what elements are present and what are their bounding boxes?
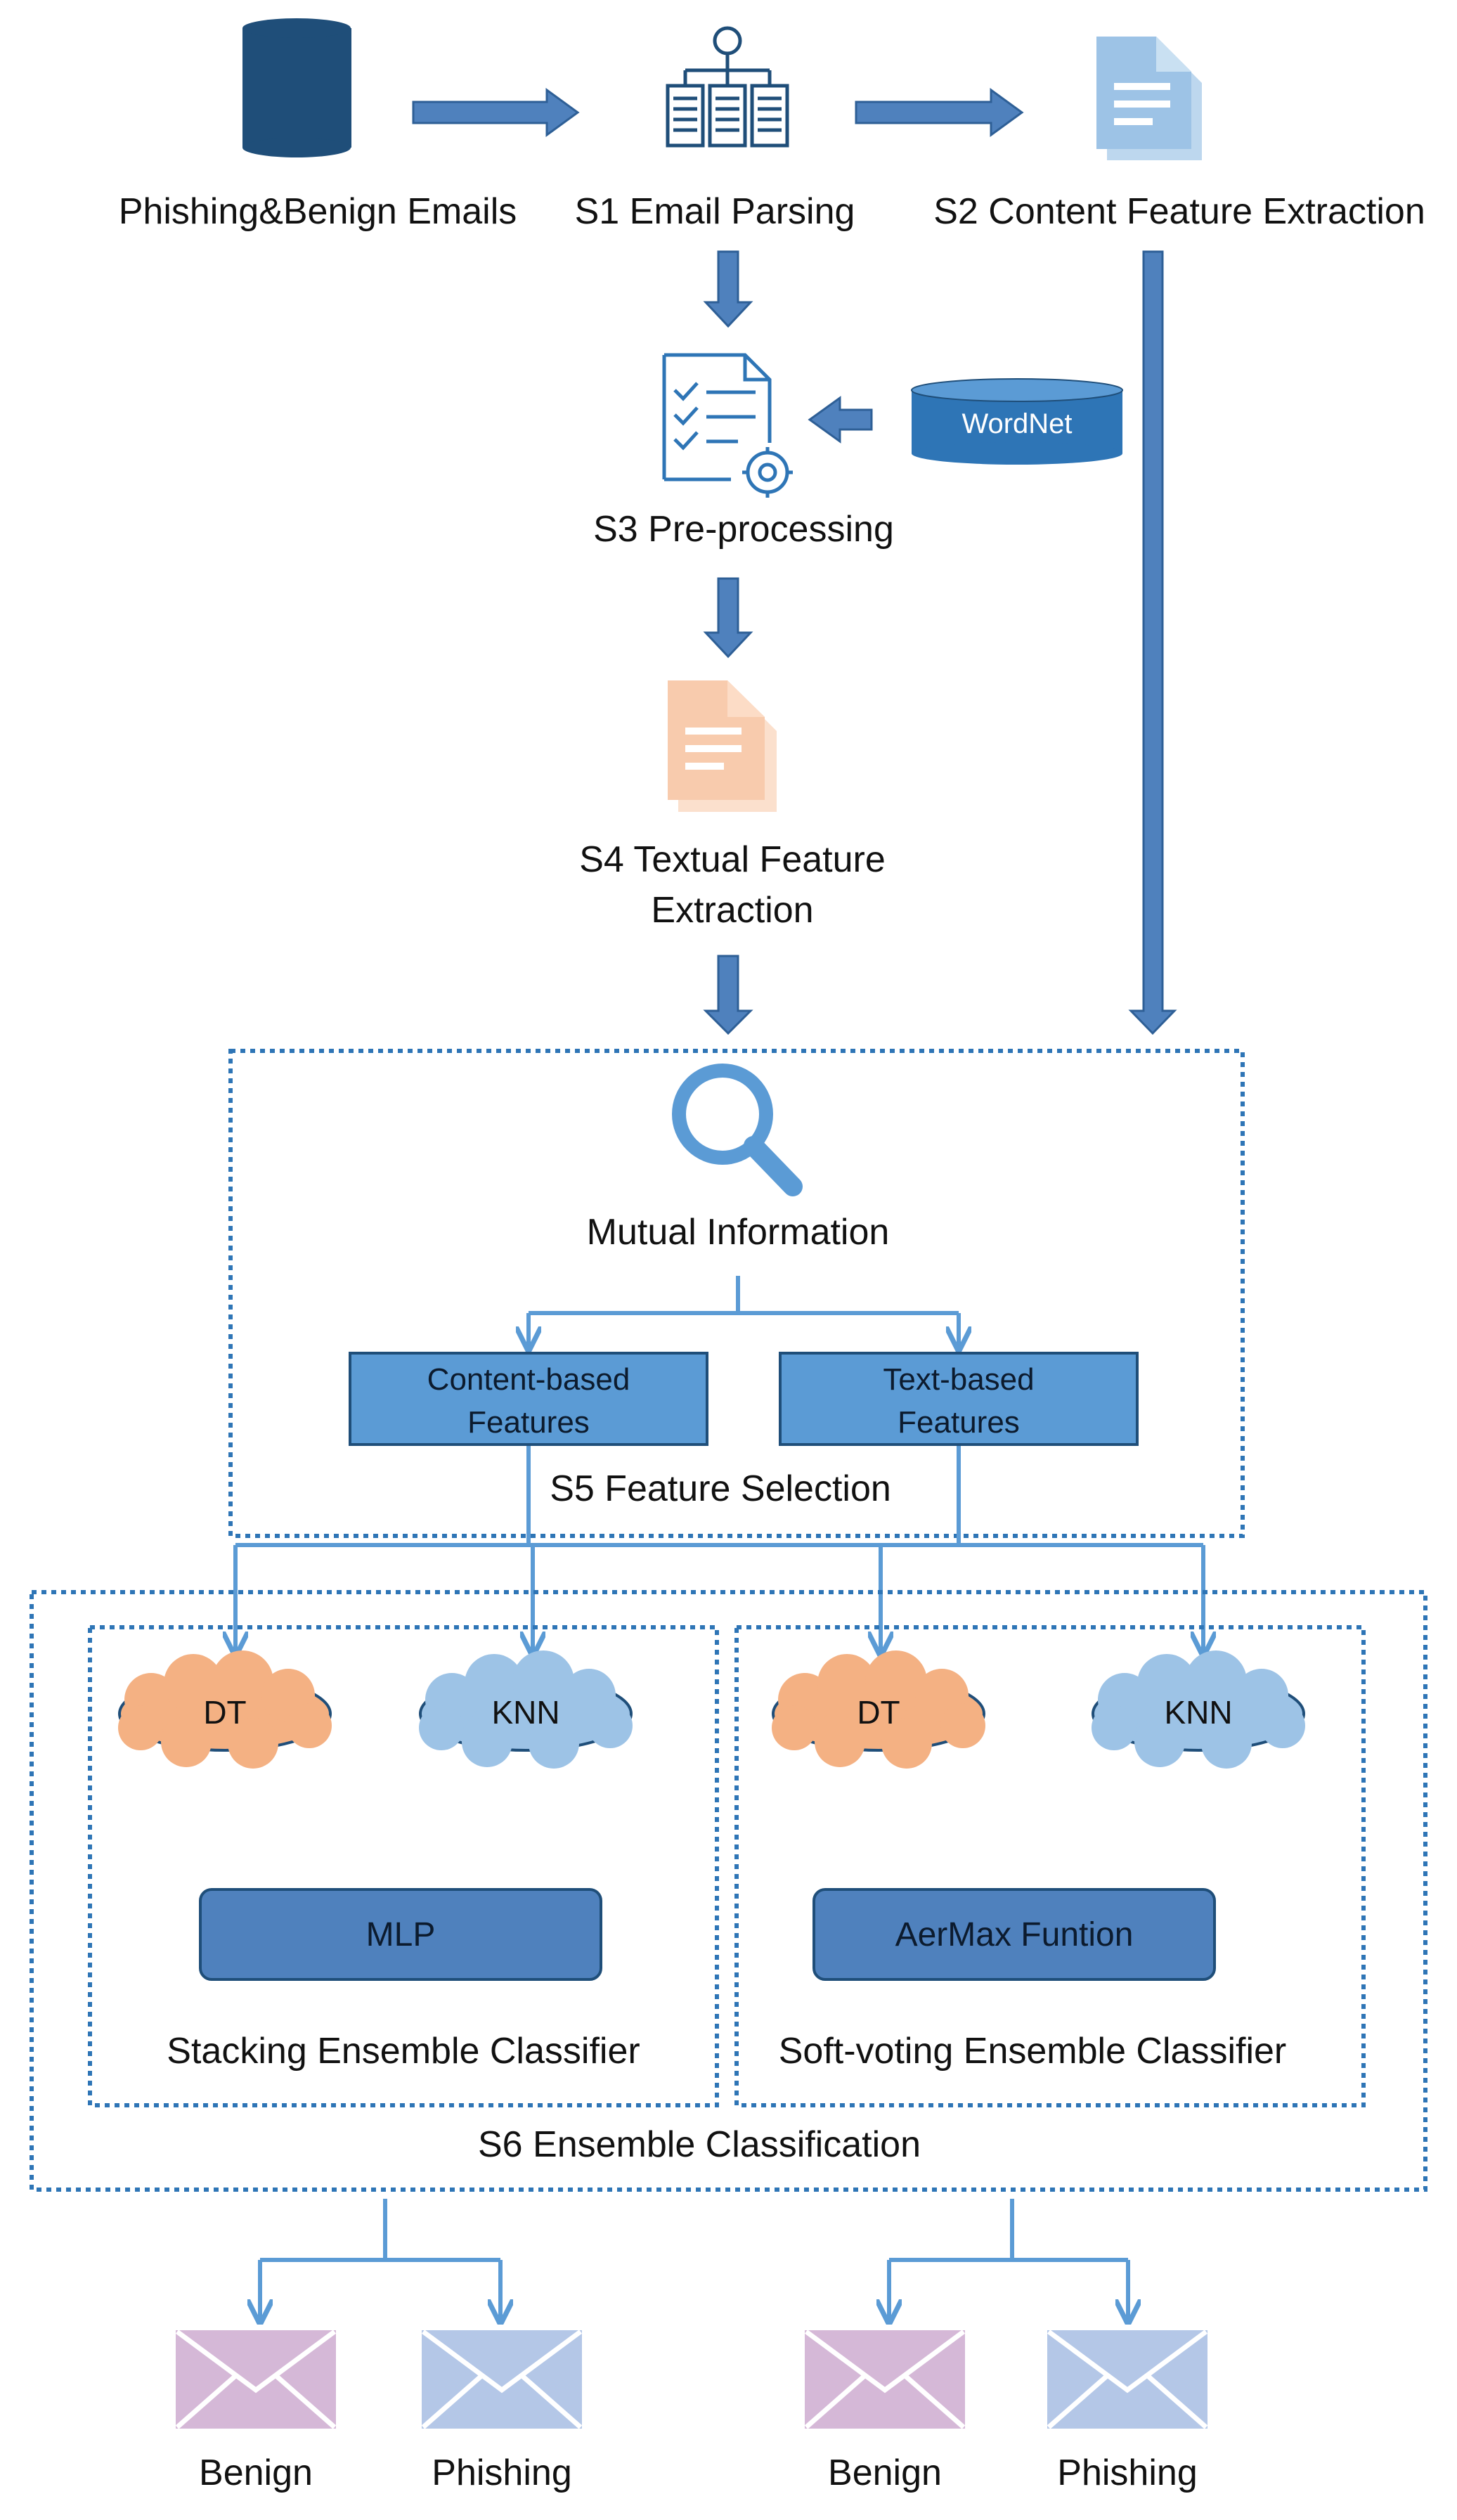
s4-textual-feature-label-line2: Extraction — [651, 890, 813, 931]
content-box-line2: Features — [467, 1405, 590, 1440]
aermax-function-box: AerMax Funtion — [812, 1888, 1216, 1981]
stacking-dt-label: DT — [203, 1694, 246, 1731]
checklist-gear-icon — [662, 353, 793, 498]
phishing-envelope-icon-left — [421, 2330, 583, 2429]
soft-voting-knn-cloud: KNN — [1092, 1650, 1305, 1769]
stacking-dt-cloud: DT — [118, 1650, 332, 1769]
arrow-s4-to-s5 — [703, 955, 753, 1035]
s5-feature-selection-box — [228, 1049, 1245, 1538]
output-connectors — [260, 2199, 1128, 2320]
soft-voting-dt-cloud: DT — [772, 1650, 985, 1769]
right-benign-label: Benign — [828, 2453, 942, 2493]
parse-tree-icon — [666, 26, 789, 148]
arrow-s1-to-s3 — [703, 250, 753, 328]
stacking-classifier-box — [88, 1625, 719, 2107]
right-phishing-label: Phishing — [1057, 2453, 1197, 2493]
arrow-s1-to-s2 — [855, 88, 1024, 137]
magnifier-icon — [672, 1064, 803, 1196]
s5-feature-selection-label: S5 Feature Selection — [550, 1468, 891, 1509]
arrow-wordnet-to-s3 — [808, 396, 873, 444]
wordnet-database: WordNet — [911, 378, 1123, 465]
features-to-classifiers-connector — [235, 1446, 1203, 1652]
database-icon — [242, 18, 351, 157]
left-phishing-label: Phishing — [432, 2453, 571, 2493]
s2-content-feature-extraction-label: S2 Content Feature Extraction — [933, 191, 1425, 232]
aermax-label: AerMax Funtion — [895, 1916, 1134, 1953]
text-box-line2: Features — [898, 1405, 1020, 1440]
textual-document-icon — [668, 680, 777, 812]
wordnet-label: WordNet — [961, 408, 1072, 439]
arrow-s3-to-s4 — [703, 577, 753, 659]
stacking-knn-cloud: KNN — [419, 1650, 633, 1769]
content-box-line1: Content-based — [427, 1362, 630, 1397]
benign-envelope-icon-left — [175, 2330, 337, 2429]
document-icon — [1096, 37, 1202, 160]
mlp-box: MLP — [199, 1888, 602, 1981]
text-box-line1: Text-based — [883, 1362, 1034, 1397]
arrow-input-to-s1 — [412, 88, 580, 137]
soft-voting-title: Soft-voting Ensemble Classifier — [779, 2031, 1287, 2072]
s6-ensemble-classification-label: S6 Ensemble Classification — [478, 2124, 921, 2165]
phishing-envelope-icon-right — [1047, 2330, 1208, 2429]
mlp-label: MLP — [366, 1916, 436, 1953]
content-based-features-box: Content-based Features — [349, 1352, 708, 1446]
stacking-knn-label: KNN — [491, 1694, 559, 1731]
soft-voting-classifier-box — [734, 1625, 1366, 2107]
benign-envelope-icon-right — [804, 2330, 966, 2429]
mutual-information-label: Mutual Information — [587, 1212, 890, 1253]
s1-email-parsing-label: S1 Email Parsing — [575, 191, 855, 232]
mi-branch-connector — [529, 1276, 959, 1347]
arrow-s2-to-s5 — [1128, 250, 1177, 1035]
s3-preprocessing-label: S3 Pre-processing — [593, 509, 894, 550]
s6-ensemble-classification-box — [30, 1590, 1427, 2192]
s4-textual-feature-label-line1: S4 Textual Feature — [579, 839, 886, 880]
text-based-features-box: Text-based Features — [779, 1352, 1139, 1446]
soft-voting-knn-label: KNN — [1164, 1694, 1232, 1731]
soft-voting-dt-label: DT — [857, 1694, 900, 1731]
input-emails-label: Phishing&Benign Emails — [119, 191, 517, 232]
stacking-title: Stacking Ensemble Classifier — [167, 2031, 640, 2072]
left-benign-label: Benign — [199, 2453, 313, 2493]
